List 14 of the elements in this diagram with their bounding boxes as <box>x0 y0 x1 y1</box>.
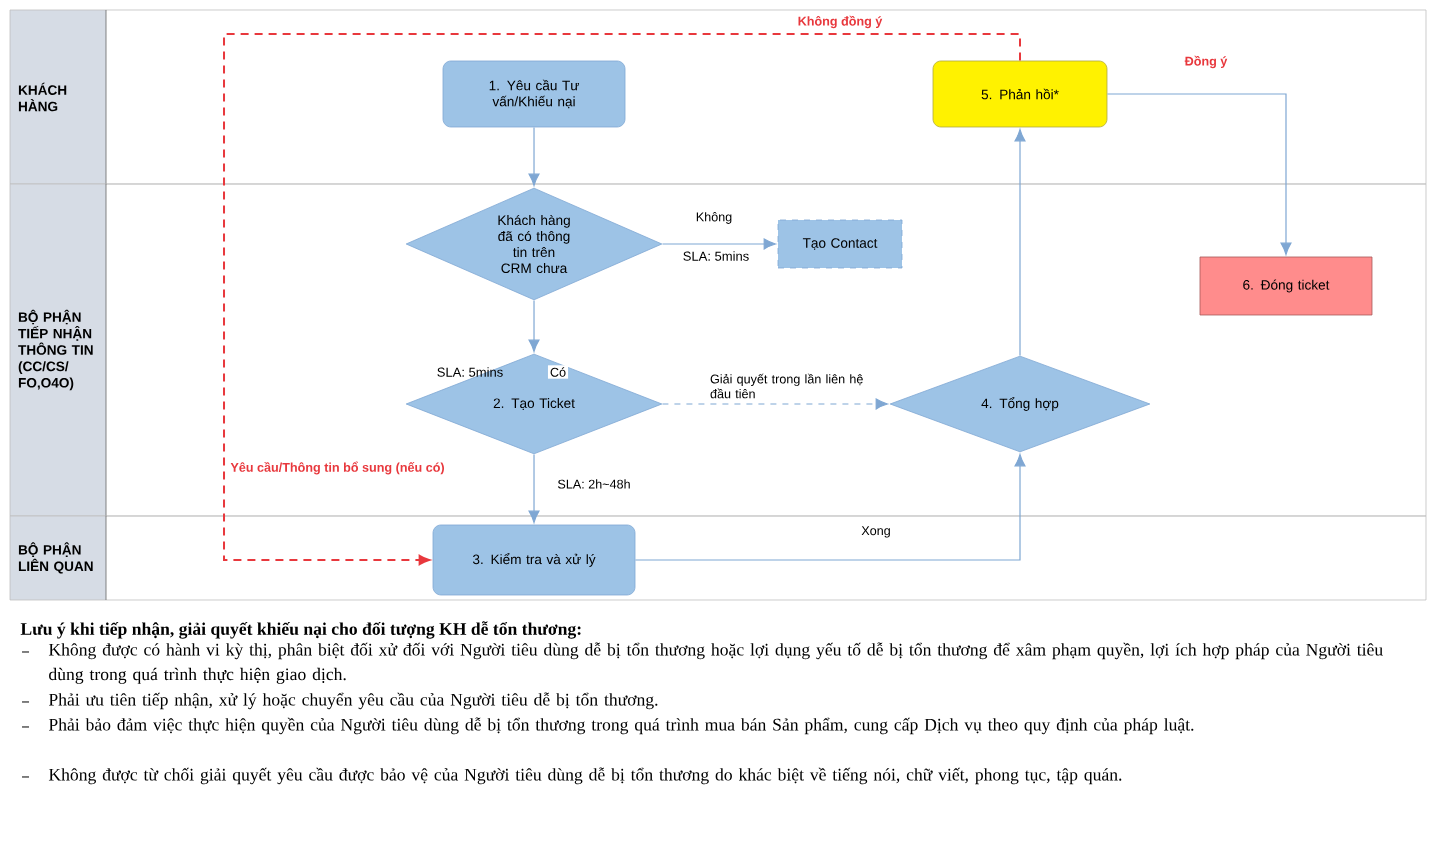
arrow <box>528 126 540 186</box>
arrow <box>661 398 888 410</box>
arrow <box>528 453 540 523</box>
arrow <box>223 33 1021 566</box>
arrow <box>634 453 1026 561</box>
note-text: Phải bảo đảm việc thực hiện quyền của Người tiêu dùng dễ bị tổn thương trong quá trình mua bán Sản phẩm, cung cấp Dịch vụ theo quy định của pháp luật. <box>48 717 1194 735</box>
arrow <box>1014 128 1026 357</box>
note-heading: Lưu ý khi tiếp nhận, giải quyết khiếu nại cho đối tượng KH dễ tổn thương: <box>20 621 581 639</box>
arrow <box>661 238 777 250</box>
note-text: Phải ưu tiên tiếp nhận, xử lý hoặc chuyển yêu cầu của Người tiêu dễ bị tổn thương. <box>48 692 658 710</box>
arrow <box>528 299 540 352</box>
arrow <box>1106 93 1292 255</box>
note-text: Không được từ chối giải quyết yêu cầu được bảo vệ của Người tiêu dùng dễ bị tổn thương do khác biệt về tiếng nói, chữ viết, phong tục, tập quán. <box>48 767 1122 785</box>
note-text: Không được có hành vi kỳ thị, phân biệt đối xử đối với Người tiêu dùng dễ bị tổn thương hoặc lợi dụng yếu tố dễ bị tổn thương để xâm phạm quyền, lợi ích hợp pháp của Người tiêu dùng trong quá trình thực hiện giao dịch. <box>48 642 1383 684</box>
